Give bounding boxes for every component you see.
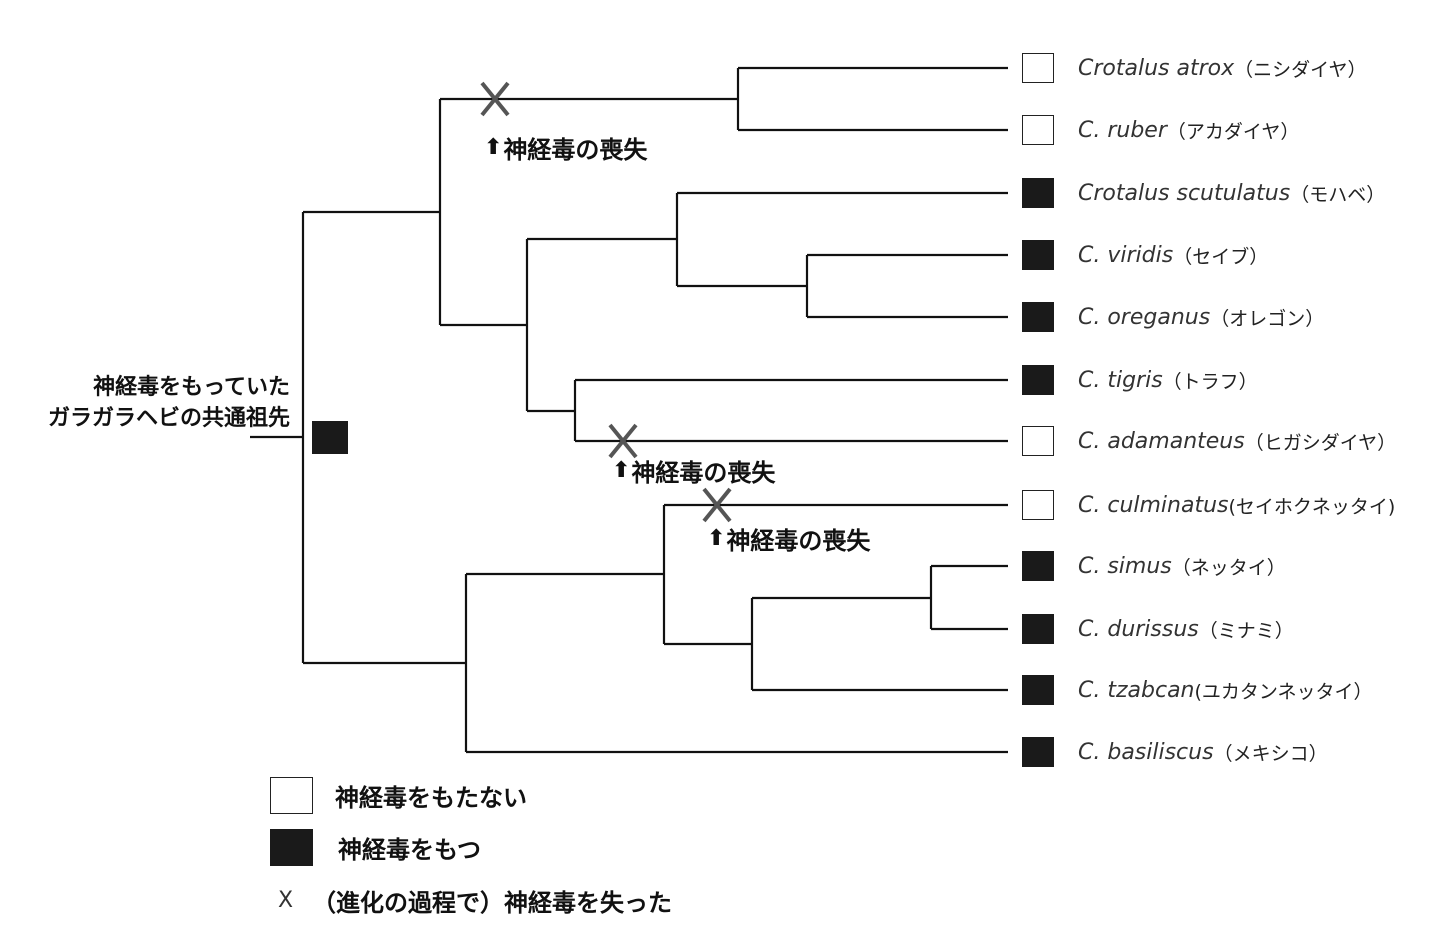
taxon-scientific-name: C. tigris [1078, 367, 1163, 393]
ancestor-label-line1: 神経毒をもっていた [93, 375, 290, 400]
legend-present-box [270, 828, 313, 866]
neurotoxin-absent-box [1022, 53, 1054, 83]
taxon-scientific-name: C. tzabcan [1078, 677, 1195, 703]
loss-label-text: 神経毒の喪失 [726, 526, 871, 555]
neurotoxin-absent-box [1022, 490, 1054, 520]
taxon-row: C. viridis（セイブ） [1022, 235, 1268, 275]
neurotoxin-present-box [1022, 240, 1054, 270]
taxon-row: C. adamanteus（ヒガシダイヤ） [1022, 421, 1396, 461]
legend-x-icon: X [278, 887, 294, 913]
taxon-japanese-name: （セイブ） [1173, 245, 1269, 268]
taxon-japanese-name: （トラフ） [1162, 370, 1258, 393]
taxon-japanese-name: （ミナミ） [1198, 619, 1294, 642]
neurotoxin-absent-box [1022, 115, 1054, 145]
neurotoxin-present-box [1022, 551, 1054, 581]
legend-absent: 神経毒をもたない [270, 775, 527, 815]
loss-marks [480, 81, 732, 523]
loss-x-mark [480, 81, 510, 117]
legend-loss-label: （進化の過程で）神経毒を失った [312, 888, 672, 917]
legend-present: 神経毒をもつ [270, 827, 481, 867]
legend-absent-label: 神経毒をもたない [335, 783, 527, 812]
taxon-row: C. durissus（ミナミ） [1022, 609, 1294, 649]
taxon-japanese-name: （ヒガシダイヤ） [1244, 431, 1397, 454]
taxon-scientific-name: C. ruber [1078, 117, 1167, 143]
taxon-japanese-name: （モハベ） [1290, 183, 1386, 206]
taxon-row: C. culminatus(セイホクネッタイ) [1022, 485, 1395, 525]
tree-branches [250, 66, 1008, 754]
neurotoxin-present-box [1022, 675, 1054, 705]
legend-absent-box [270, 776, 313, 814]
up-arrow-icon: ⬆ [707, 525, 726, 551]
loss-x-mark [608, 423, 638, 459]
taxon-japanese-name: （ニシダイヤ） [1234, 58, 1367, 81]
loss-label-text: 神経毒の喪失 [631, 458, 776, 487]
loss-label: ⬆ 神経毒の喪失 [612, 453, 775, 487]
taxon-scientific-name: Crotalus scutulatus [1078, 180, 1291, 206]
neurotoxin-present-box [1022, 302, 1054, 332]
taxon-scientific-name: Crotalus atrox [1078, 55, 1235, 81]
taxon-scientific-name: C. simus [1078, 553, 1172, 579]
ancestor-label-line2: ガラガラヘビの共通祖先 [47, 406, 290, 431]
legend-present-label: 神経毒をもつ [338, 835, 482, 864]
up-arrow-icon: ⬆ [612, 457, 631, 483]
loss-label: ⬆ 神経毒の喪失 [707, 521, 870, 555]
neurotoxin-present-box [1022, 178, 1054, 208]
ancestor-label: 神経毒をもっていた ガラガラヘビの共通祖先 [4, 372, 290, 434]
legend-loss: X （進化の過程で）神経毒を失った [270, 880, 672, 920]
taxon-row: C. ruber（アカダイヤ） [1022, 110, 1299, 150]
taxon-japanese-name: （オレゴン） [1210, 307, 1325, 330]
taxon-row: Crotalus atrox（ニシダイヤ） [1022, 48, 1367, 88]
taxon-row: C. basiliscus（メキシコ） [1022, 732, 1328, 772]
taxon-row: C. tzabcan(ユカタンネッタイ） [1022, 670, 1373, 710]
loss-x-mark [702, 487, 732, 523]
taxon-japanese-name: (セイホクネッタイ) [1228, 495, 1396, 518]
loss-label-text: 神経毒の喪失 [503, 135, 648, 164]
ancestor-neurotoxin-box [312, 421, 348, 454]
neurotoxin-present-box [1022, 365, 1054, 395]
taxon-scientific-name: C. oreganus [1078, 304, 1211, 330]
taxon-scientific-name: C. culminatus [1078, 492, 1229, 518]
neurotoxin-present-box [1022, 737, 1054, 767]
taxon-row: Crotalus scutulatus（モハベ） [1022, 173, 1385, 213]
taxon-japanese-name: (ユカタンネッタイ） [1194, 680, 1373, 703]
taxon-scientific-name: C. basiliscus [1078, 739, 1214, 765]
up-arrow-icon: ⬆ [484, 134, 503, 160]
taxon-row: C. simus（ネッタイ） [1022, 546, 1286, 586]
neurotoxin-absent-box [1022, 426, 1054, 456]
taxon-scientific-name: C. viridis [1078, 242, 1174, 268]
neurotoxin-present-box [1022, 614, 1054, 644]
taxon-japanese-name: （アカダイヤ） [1166, 120, 1300, 143]
taxon-japanese-name: （メキシコ） [1213, 742, 1328, 765]
taxon-row: C. tigris（トラフ） [1022, 360, 1258, 400]
taxon-row: C. oreganus（オレゴン） [1022, 297, 1324, 337]
taxon-scientific-name: C. durissus [1078, 616, 1199, 642]
taxon-japanese-name: （ネッタイ） [1171, 556, 1286, 579]
taxon-scientific-name: C. adamanteus [1078, 428, 1245, 454]
loss-label: ⬆ 神経毒の喪失 [484, 130, 647, 164]
